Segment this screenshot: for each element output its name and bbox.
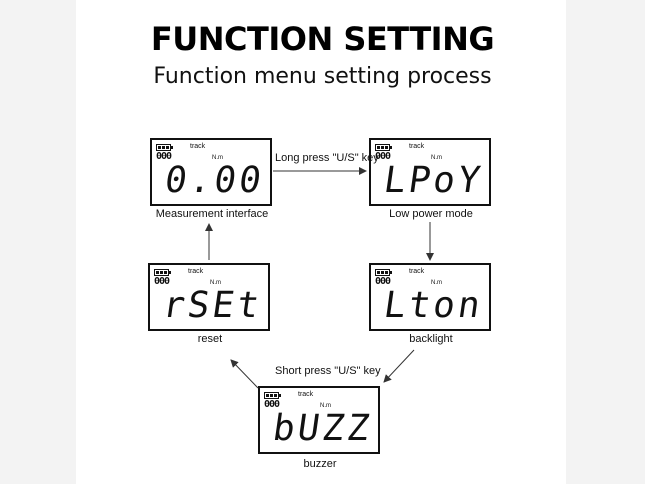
lcd-backlight: 000 track N.m Lton <box>369 263 491 331</box>
battery-icon <box>375 269 392 276</box>
lcd-track-label: track <box>409 268 425 275</box>
lcd-unit-label: N.m <box>431 155 442 161</box>
lcd-unit-label: N.m <box>210 280 221 286</box>
arrow-buzzer-to-reset <box>230 359 259 389</box>
caption-reset: reset <box>197 333 223 345</box>
page-subtitle: Function menu setting process <box>153 64 492 89</box>
lcd-low-power-mode: 000 track N.m LPoY <box>369 138 491 206</box>
lcd-measurement-interface: 000 track N.m 0.00 <box>150 138 272 206</box>
lcd-buzzer: 000 track N.m bUZZ <box>258 386 380 454</box>
lcd-track-label: track <box>409 143 425 150</box>
battery-icon <box>264 392 281 399</box>
lcd-unit-label: N.m <box>320 403 331 409</box>
arrow-backlight-to-buzzer <box>383 349 415 383</box>
caption-backlight: backlight <box>409 333 453 345</box>
lcd-track-label: track <box>298 391 314 398</box>
lcd-mini-digits: 000 <box>375 276 391 287</box>
lcd-mini-digits: 000 <box>154 276 170 287</box>
arrow-label-long-press: Long press "U/S" key <box>275 152 379 164</box>
lcd-mini-digits: 000 <box>156 151 172 162</box>
lcd-mini-digits: 000 <box>375 151 391 162</box>
lcd-unit-label: N.m <box>431 280 442 286</box>
battery-icon <box>156 144 173 151</box>
lcd-track-label: track <box>190 143 206 150</box>
caption-buzzer: buzzer <box>303 458 337 470</box>
lcd-unit-label: N.m <box>212 155 223 161</box>
battery-icon <box>154 269 171 276</box>
lcd-reset: 000 track N.m rSEt <box>148 263 270 331</box>
caption-measurement-interface: Measurement interface <box>155 208 269 220</box>
battery-icon <box>375 144 392 151</box>
page-title: FUNCTION SETTING <box>150 20 495 58</box>
lcd-track-label: track <box>188 268 204 275</box>
arrow-label-short-press: Short press "U/S" key <box>275 365 381 377</box>
lcd-mini-digits: 000 <box>264 399 280 410</box>
caption-low-power-mode: Low power mode <box>389 208 473 220</box>
